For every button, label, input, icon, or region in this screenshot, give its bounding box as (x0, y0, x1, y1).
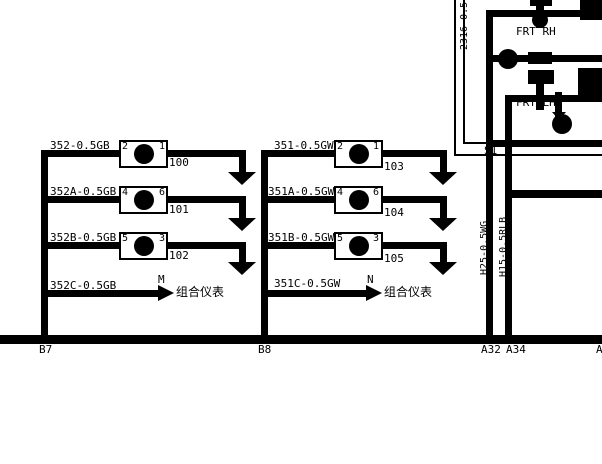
b8-pin-dot-1 (349, 144, 369, 164)
b7-pin-dot-1 (134, 144, 154, 164)
right-branch-wire (512, 190, 602, 198)
top-vertical-label: 2316-0.5 (459, 2, 470, 50)
node-105: 105 (384, 252, 404, 265)
marker-n: N (367, 273, 374, 286)
b8-drop1-arrow (429, 172, 457, 185)
b8-pin-dot-2 (349, 190, 369, 210)
b8-drop2-arrow (429, 218, 457, 231)
wire-label-352a: 352A-0.5GB (50, 185, 117, 198)
b7-drop3-arrow (228, 262, 256, 275)
destination-label-left: 组合仪表 (176, 284, 224, 299)
s1-label: S1 (484, 144, 497, 157)
b7-row4-arrow (158, 285, 174, 301)
b7-drop2 (239, 196, 246, 222)
switch-rh-tab (528, 52, 552, 64)
wire-label-351a: 351A-0.5GW (268, 185, 335, 198)
ground-bus (0, 335, 602, 344)
frt-lh-label: FRT LH (516, 96, 556, 109)
switch-lh-right (578, 68, 602, 96)
pin-1: 1 (159, 141, 165, 152)
frt-rh-label: FRT RH (516, 25, 556, 38)
b7-drop2-arrow (228, 218, 256, 231)
top-junction (532, 12, 548, 28)
wire-label-352c: 352C-0.5GB (50, 279, 117, 292)
wire-label-351: 351-0.5GW (274, 139, 334, 152)
b8-drop2 (440, 196, 447, 222)
switch-rh-right (580, 0, 602, 20)
pin-6: 6 (373, 187, 379, 198)
pin-2: 2 (122, 141, 128, 152)
b7-drop1-arrow (228, 172, 256, 185)
a32-vertical-wire (486, 10, 493, 340)
pin-3: 3 (373, 233, 379, 244)
node-102: 102 (169, 249, 189, 262)
wire-label-352: 352-0.5GB (50, 139, 110, 152)
b8-drop3 (440, 242, 447, 264)
b8-row4-arrow (366, 285, 382, 301)
node-103: 103 (384, 160, 404, 173)
node-101: 101 (169, 203, 189, 216)
node-100: 100 (169, 156, 189, 169)
a34-vertical-wire (505, 95, 512, 340)
b7-drop3 (239, 242, 246, 264)
lower-horizontal-wire (505, 95, 602, 102)
terminal-b7: B7 (39, 343, 52, 356)
destination-label-right: 组合仪表 (384, 284, 432, 299)
junction-dot-rh (498, 49, 518, 69)
terminal-b8: B8 (258, 343, 271, 356)
b8-drop1 (440, 150, 447, 176)
pin-3: 3 (159, 233, 165, 244)
b7-row4-wire (41, 290, 159, 297)
b8-pin-dot-3 (349, 236, 369, 256)
terminal-a32: A32 (481, 343, 501, 356)
terminal-a34: A34 (506, 343, 526, 356)
wire-label-351c: 351C-0.5GW (274, 277, 341, 290)
pin-5: 5 (122, 233, 128, 244)
pin-4: 4 (122, 187, 128, 198)
lh-drop-wire (555, 92, 562, 122)
terminal-a-edge: A (596, 343, 602, 356)
switch-lh-stem (536, 70, 544, 110)
b7-pin-dot-2 (134, 190, 154, 210)
b8-row4-wire (261, 290, 367, 297)
h25-label: H25-0.5WG (479, 221, 490, 275)
h15-label: H15-0.5RLB (498, 217, 509, 277)
b7-pin-dot-3 (134, 236, 154, 256)
pin-4: 4 (337, 187, 343, 198)
pin-5: 5 (337, 233, 343, 244)
marker-m: M (158, 273, 165, 286)
wire-label-352b: 352B-0.5GB (50, 231, 117, 244)
wire-label-351b: 351B-0.5GW (268, 231, 335, 244)
pin-2: 2 (337, 141, 343, 152)
module-outline (454, 0, 602, 156)
b8-drop3-arrow (429, 262, 457, 275)
bottom-module-wire (486, 140, 602, 147)
b7-drop1 (239, 150, 246, 176)
node-104: 104 (384, 206, 404, 219)
pin-6: 6 (159, 187, 165, 198)
pin-1: 1 (373, 141, 379, 152)
